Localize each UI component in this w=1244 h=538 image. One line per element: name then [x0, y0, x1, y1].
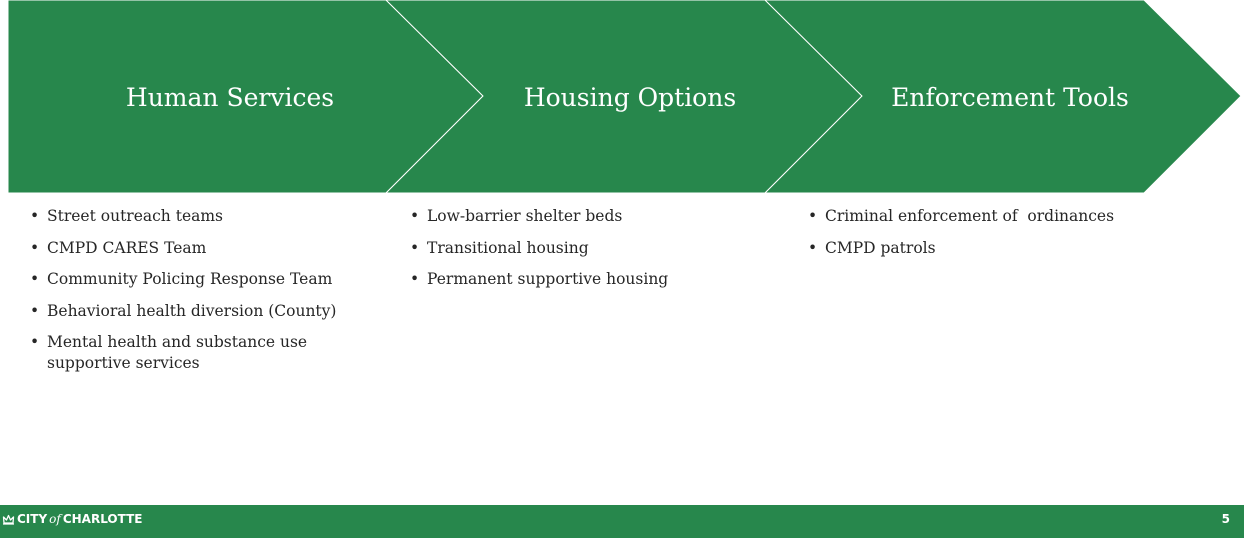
list-item: •Mental health and substance use support… [30, 333, 308, 372]
step-title-enforcement-tools: Enforcement Tools [891, 83, 1129, 112]
chevron-enforcement-tools [763, 0, 1242, 194]
list-item: •Behavioral health diversion (County) [30, 301, 337, 320]
list-item: •Criminal enforcement of ordinances [808, 207, 1115, 225]
process-chevrons [7, 0, 1242, 194]
list-item: •CMPD CARES Team [30, 238, 207, 257]
step-title-housing-options: Housing Options [523, 83, 737, 112]
list-item: •CMPD patrols [808, 238, 936, 257]
page-number: 5 [1221, 512, 1230, 526]
human-services-list: •Street outreach teams •CMPD CARES Team … [30, 206, 380, 385]
list-item: •Street outreach teams [30, 207, 224, 225]
housing-options-list: •Low-barrier shelter beds •Transitional … [410, 206, 750, 301]
list-item: •Community Policing Response Team [30, 270, 333, 288]
list-item: •Permanent supportive housing [410, 270, 669, 288]
enforcement-tools-list: •Criminal enforcement of ordinances •CMP… [808, 206, 1228, 269]
crown-icon [2, 514, 15, 525]
list-item: •Transitional housing [410, 238, 589, 257]
step-title-human-services: Human Services [125, 83, 335, 112]
list-item: •Low-barrier shelter beds [410, 207, 623, 225]
